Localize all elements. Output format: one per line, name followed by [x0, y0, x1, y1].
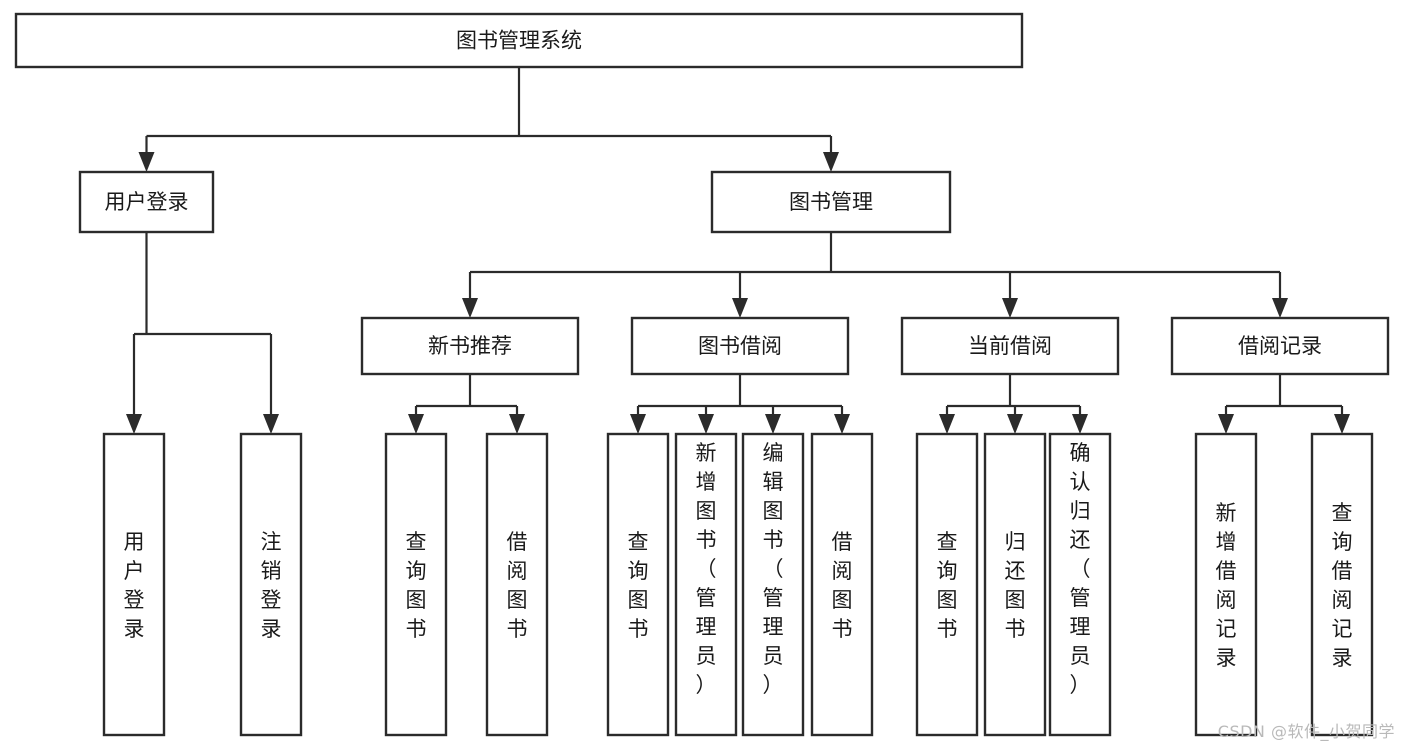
node-label-leaf-user-login: 用户登录	[124, 530, 145, 641]
node-label-leaf-current-query-book: 查询图书	[937, 530, 958, 641]
arrow-borrow-record-1	[1334, 414, 1350, 434]
node-leaf-user-login[interactable]: 用户登录	[102, 432, 166, 737]
node-label-leaf-record-query: 查询借阅记录	[1332, 501, 1353, 670]
node-book-manage[interactable]: 图书管理	[710, 170, 952, 234]
arrow-book-borrow-0	[630, 414, 646, 434]
node-leaf-borrow-query-book[interactable]: 查询图书	[606, 432, 670, 737]
arrow-current-borrow-2	[1072, 414, 1088, 434]
node-box-borrow-record	[1170, 316, 1390, 376]
node-leaf-record-add[interactable]: 新增借阅记录	[1194, 432, 1258, 737]
node-label-leaf-borrow-add-book: 新增图书（管理员）	[696, 441, 717, 697]
node-label-user-login: 用户登录	[105, 190, 189, 214]
node-box-leaf-record-query	[1310, 432, 1374, 737]
arrow-book-borrow-3	[834, 414, 850, 434]
arrow-user-login-1	[263, 414, 279, 434]
node-label-leaf-user-logout: 注销登录	[261, 530, 282, 641]
node-label-leaf-rec-borrow-book: 借阅图书	[507, 530, 528, 641]
node-user-login[interactable]: 用户登录	[78, 170, 215, 234]
node-leaf-borrow-add-book[interactable]: 新增图书（管理员）	[674, 432, 738, 737]
node-box-leaf-rec-borrow-book	[485, 432, 549, 737]
node-label-leaf-borrow-edit-book: 编辑图书（管理员）	[763, 441, 784, 697]
node-book-borrow[interactable]: 图书借阅	[630, 316, 850, 376]
node-leaf-borrow-borrow-book[interactable]: 借阅图书	[810, 432, 874, 737]
arrow-root-0	[138, 152, 155, 172]
node-label-root: 图书管理系统	[456, 29, 582, 53]
node-leaf-current-confirm-return[interactable]: 确认归还（管理员）	[1048, 432, 1112, 737]
node-box-new-book-rec	[360, 316, 580, 376]
arrow-borrow-record-0	[1218, 414, 1234, 434]
node-label-leaf-current-confirm-return: 确认归还（管理员）	[1070, 441, 1091, 697]
arrow-book-borrow-1	[698, 414, 714, 434]
node-leaf-current-query-book[interactable]: 查询图书	[915, 432, 979, 737]
node-label-book-manage: 图书管理	[789, 190, 873, 214]
node-label-current-borrow: 当前借阅	[968, 334, 1052, 358]
node-label-borrow-record: 借阅记录	[1238, 334, 1322, 358]
nodes-layer: 图书管理系统用户登录图书管理新书推荐图书借阅当前借阅借阅记录用户登录注销登录查询…	[14, 12, 1390, 737]
node-box-book-borrow	[630, 316, 850, 376]
node-box-root	[14, 12, 1024, 69]
node-leaf-rec-borrow-book[interactable]: 借阅图书	[485, 432, 549, 737]
arrow-root-1	[823, 152, 839, 172]
arrow-current-borrow-1	[1007, 414, 1023, 434]
csdn-watermark: CSDN @软件_小贺同学	[1217, 722, 1395, 741]
node-label-leaf-rec-query-book: 查询图书	[406, 530, 427, 641]
node-leaf-current-return-book[interactable]: 归还图书	[983, 432, 1047, 737]
arrow-current-borrow-0	[939, 414, 955, 434]
node-label-leaf-current-return-book: 归还图书	[1005, 530, 1026, 641]
node-box-leaf-borrow-query-book	[606, 432, 670, 737]
node-box-leaf-current-query-book	[915, 432, 979, 737]
node-box-current-borrow	[900, 316, 1120, 376]
node-new-book-rec[interactable]: 新书推荐	[360, 316, 580, 376]
node-box-leaf-user-login	[102, 432, 166, 737]
node-box-leaf-borrow-edit-book	[741, 432, 805, 737]
arrow-new-book-rec-1	[509, 414, 525, 434]
node-leaf-record-query[interactable]: 查询借阅记录	[1310, 432, 1374, 737]
node-box-leaf-borrow-borrow-book	[810, 432, 874, 737]
node-box-user-login	[78, 170, 215, 234]
node-leaf-borrow-edit-book[interactable]: 编辑图书（管理员）	[741, 432, 805, 737]
node-label-leaf-record-add: 新增借阅记录	[1216, 501, 1237, 670]
arrow-book-manage-3	[1272, 298, 1288, 318]
node-current-borrow[interactable]: 当前借阅	[900, 316, 1120, 376]
arrow-book-borrow-2	[765, 414, 781, 434]
arrow-book-manage-2	[1002, 298, 1018, 318]
node-label-leaf-borrow-borrow-book: 借阅图书	[832, 530, 853, 641]
node-box-leaf-current-return-book	[983, 432, 1047, 737]
connectors-layer	[126, 67, 1350, 434]
node-label-leaf-borrow-query-book: 查询图书	[628, 530, 649, 641]
node-box-leaf-user-logout	[239, 432, 303, 737]
arrow-book-manage-0	[462, 298, 478, 318]
node-box-leaf-borrow-add-book	[674, 432, 738, 737]
arrow-new-book-rec-0	[408, 414, 424, 434]
node-box-leaf-rec-query-book	[384, 432, 448, 737]
node-box-leaf-current-confirm-return	[1048, 432, 1112, 737]
node-root[interactable]: 图书管理系统	[14, 12, 1024, 69]
node-box-book-manage	[710, 170, 952, 234]
arrow-user-login-0	[126, 414, 142, 434]
node-label-book-borrow: 图书借阅	[698, 334, 782, 358]
node-leaf-rec-query-book[interactable]: 查询图书	[384, 432, 448, 737]
node-box-leaf-record-add	[1194, 432, 1258, 737]
arrow-book-manage-1	[732, 298, 748, 318]
node-borrow-record[interactable]: 借阅记录	[1170, 316, 1390, 376]
node-label-new-book-rec: 新书推荐	[428, 334, 512, 358]
node-leaf-user-logout[interactable]: 注销登录	[239, 432, 303, 737]
